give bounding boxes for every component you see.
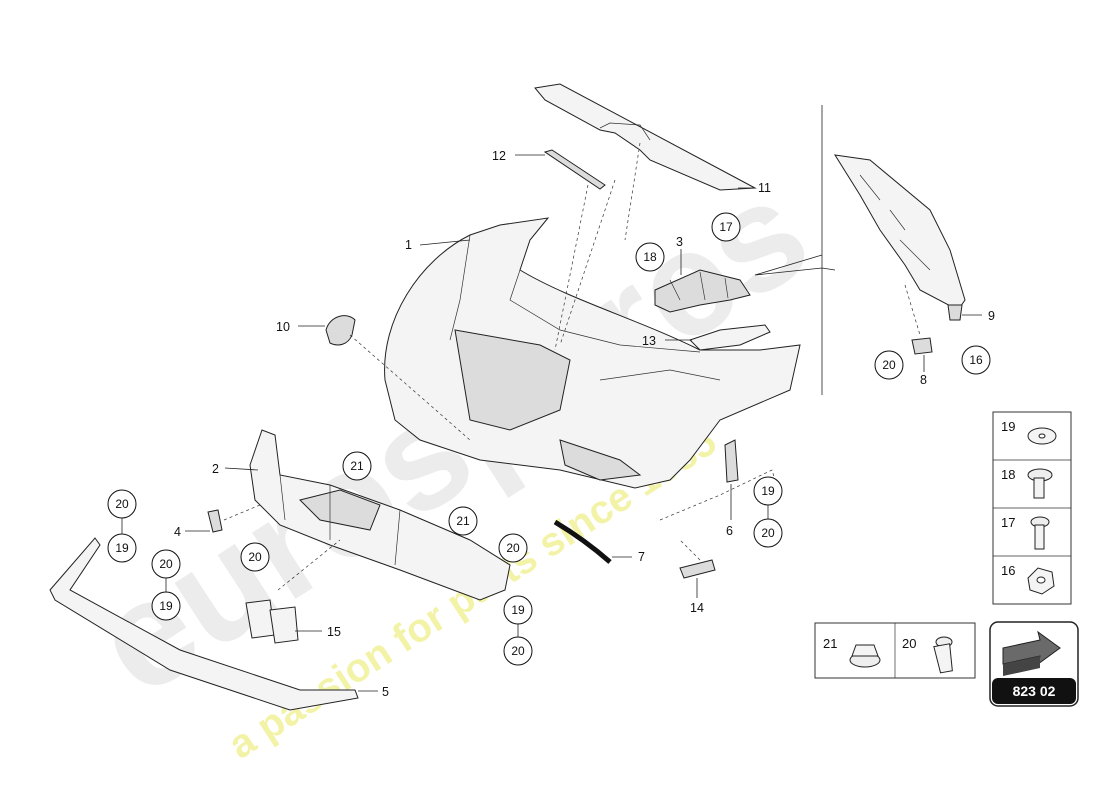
svg-text:21: 21 [350, 459, 364, 473]
ref-20: 20 [503, 636, 533, 666]
callout-3: 3 [676, 235, 683, 249]
ref-20: 20 [240, 542, 270, 572]
svg-text:16: 16 [969, 353, 983, 367]
callout-2: 2 [212, 462, 219, 476]
screw-icon [1030, 516, 1050, 550]
ref-16: 16 [961, 345, 991, 375]
diagram-code: 823 02 [1013, 683, 1056, 699]
fender-strip-part[interactable] [724, 439, 739, 483]
callout-5: 5 [382, 685, 389, 699]
ref-19: 19 [753, 476, 783, 506]
washer-icon [1027, 427, 1057, 445]
callout-14: 14 [690, 601, 704, 615]
svg-text:20: 20 [761, 526, 775, 540]
callout-15: 15 [327, 625, 341, 639]
mount-bracket-part[interactable] [245, 599, 299, 644]
svg-text:20: 20 [248, 550, 262, 564]
front-lip-part[interactable] [49, 537, 359, 711]
svg-text:17: 17 [719, 220, 733, 234]
svg-text:20: 20 [506, 541, 520, 555]
front-undertray-part[interactable] [249, 429, 511, 601]
ref-21: 21 [342, 451, 372, 481]
legend-num-19: 19 [1001, 419, 1015, 434]
windshield-part[interactable] [534, 83, 757, 191]
clip-nut-icon [1027, 567, 1055, 595]
ref-21: 21 [448, 506, 478, 536]
direction-arrow-icon [1002, 630, 1061, 676]
circled-refs: 17 18 20 16 21 20 21 20 19 20 20 19 20 1… [107, 212, 991, 666]
ref-20: 20 [874, 350, 904, 380]
ref-19: 19 [503, 595, 533, 625]
legend-num-18: 18 [1001, 467, 1015, 482]
legend-num-20: 20 [902, 636, 916, 651]
callout-12: 12 [492, 149, 506, 163]
svg-text:20: 20 [159, 557, 173, 571]
bracket-part[interactable] [654, 269, 751, 313]
svg-text:20: 20 [511, 644, 525, 658]
svg-text:19: 19 [159, 599, 173, 613]
small-bracket-part[interactable] [207, 509, 223, 533]
ref-19: 19 [107, 533, 137, 563]
svg-text:21: 21 [456, 514, 470, 528]
svg-text:20: 20 [882, 358, 896, 372]
ref-20: 20 [753, 518, 783, 548]
legend-num-16: 16 [1001, 563, 1015, 578]
clip-part[interactable] [947, 304, 963, 321]
svg-text:20: 20 [115, 497, 129, 511]
ref-17: 17 [711, 212, 741, 242]
diagram-code-badge: 823 02 [989, 621, 1079, 707]
svg-text:18: 18 [643, 250, 657, 264]
trim-strip-part[interactable] [543, 149, 606, 190]
callout-13: 13 [642, 334, 656, 348]
callouts: 1 2 3 4 5 6 7 8 9 10 11 12 13 14 15 [174, 149, 995, 699]
callout-10: 10 [276, 320, 290, 334]
rubber-seal-part[interactable] [553, 519, 612, 564]
callout-1: 1 [405, 238, 412, 252]
callout-4: 4 [174, 525, 181, 539]
callout-8: 8 [920, 373, 927, 387]
emblem-part[interactable] [325, 315, 356, 346]
dashed-guides [223, 142, 921, 591]
pair-legend: 21 20 [814, 622, 976, 679]
seal-pad-part[interactable] [689, 324, 771, 351]
ref-18: 18 [635, 242, 665, 272]
callout-6: 6 [726, 524, 733, 538]
hardware-legend: 19 18 17 16 [992, 411, 1072, 605]
svg-text:19: 19 [761, 484, 775, 498]
ref-20: 20 [107, 489, 137, 519]
nut-part[interactable] [911, 337, 933, 355]
ref-20: 20 [151, 549, 181, 579]
callout-7: 7 [638, 550, 645, 564]
leader-lines [754, 254, 836, 276]
callout-11: 11 [758, 181, 771, 195]
callout-9: 9 [988, 309, 995, 323]
flange-nut-icon [849, 644, 881, 668]
vent-grille-part[interactable] [679, 559, 716, 579]
legend-num-17: 17 [1001, 515, 1015, 530]
flange-screw-icon [1027, 468, 1053, 499]
ref-20: 20 [498, 533, 528, 563]
svg-text:19: 19 [511, 603, 525, 617]
bolt-icon [933, 636, 953, 674]
svg-text:19: 19 [115, 541, 129, 555]
ref-19: 19 [151, 591, 181, 621]
front-hood-part[interactable] [384, 217, 801, 489]
legend-num-21: 21 [823, 636, 837, 651]
side-panel-detail[interactable] [834, 154, 966, 311]
